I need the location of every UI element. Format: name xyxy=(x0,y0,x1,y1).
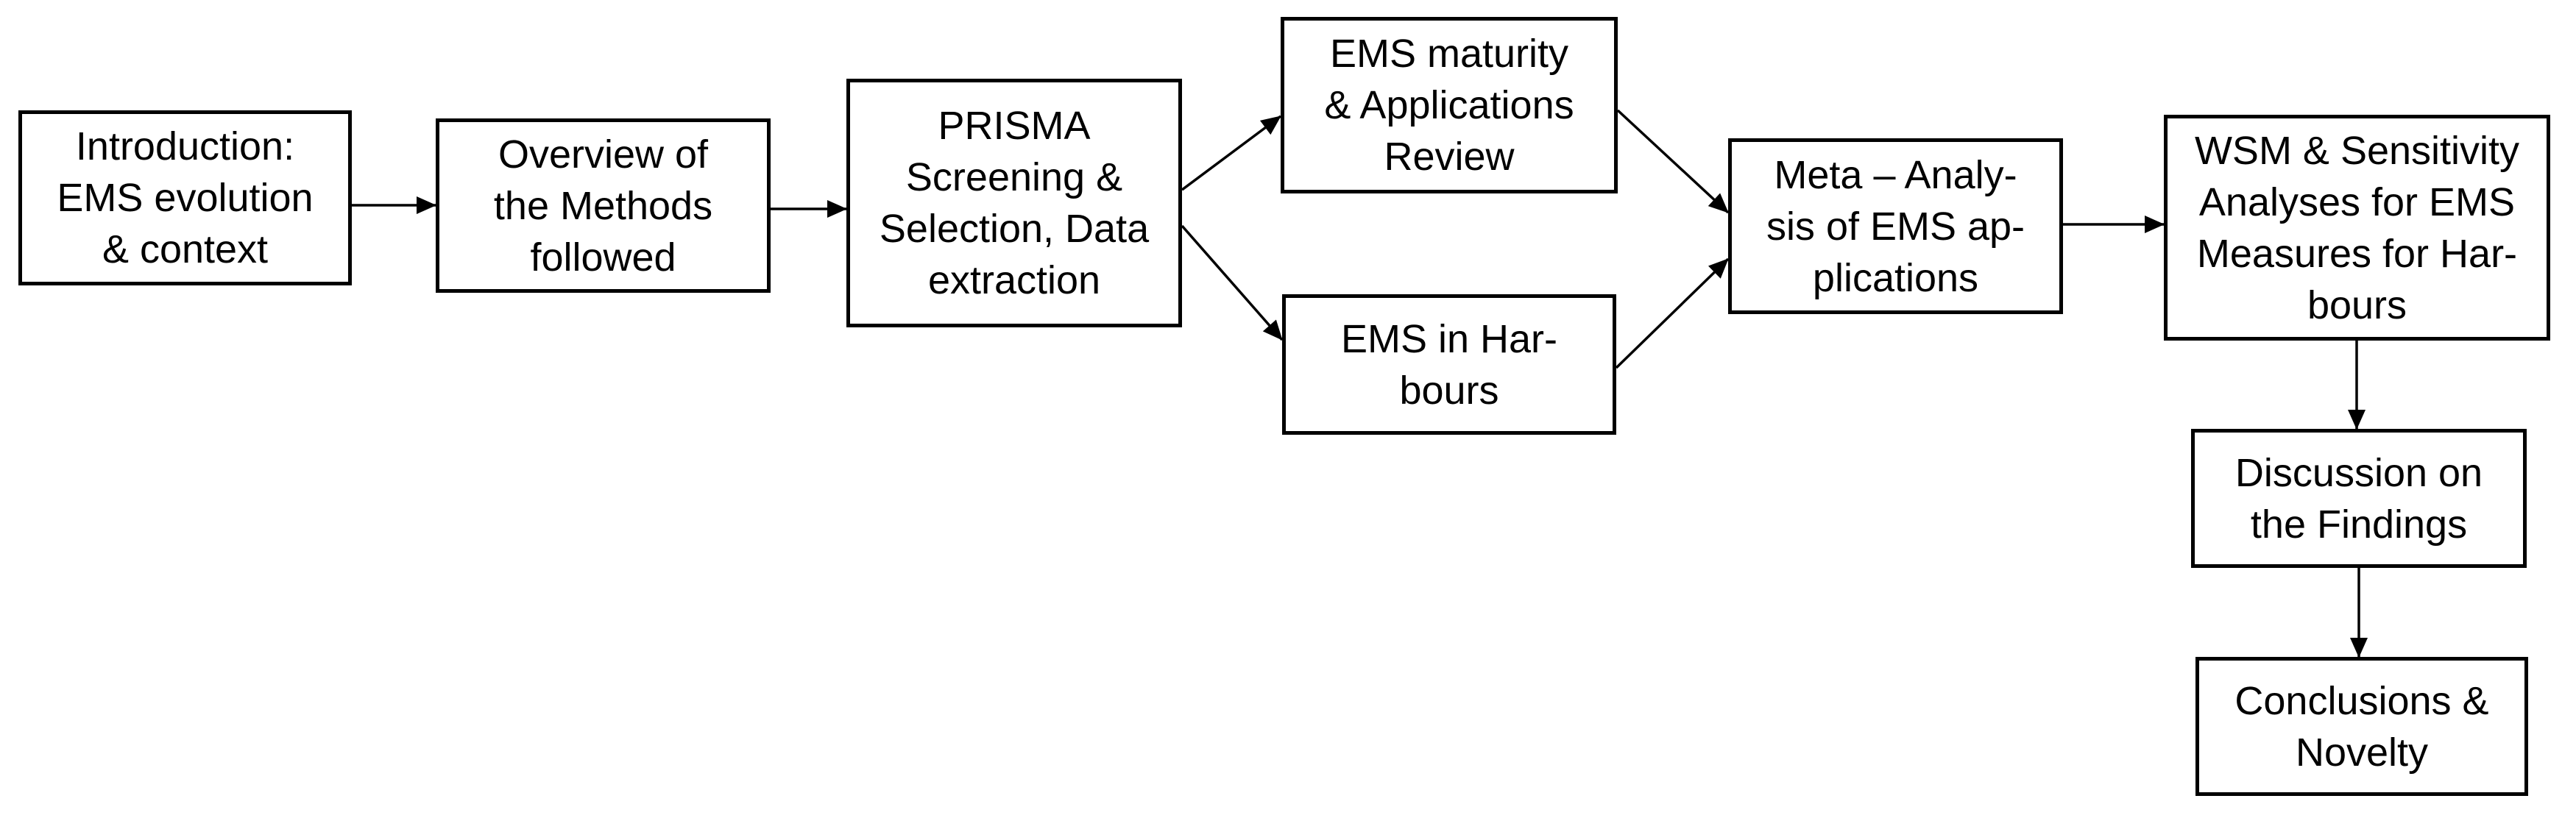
node-ems-maturity-review: EMS maturity & Applications Review xyxy=(1281,17,1618,193)
node-methods-overview-label: Overview of the Methods followed xyxy=(493,132,713,280)
node-meta-analysis-label: Meta – Analy- sis of EMS ap- plications xyxy=(1766,152,2025,300)
node-prisma-screening: PRISMA Screening & Selection, Data extra… xyxy=(846,79,1182,327)
node-ems-maturity-review-label: EMS maturity & Applications Review xyxy=(1324,32,1574,179)
node-wsm-sensitivity-analyses: WSM & Sensitivity Analyses for EMS Measu… xyxy=(2164,115,2550,341)
node-prisma-screening-label: PRISMA Screening & Selection, Data extra… xyxy=(879,104,1150,302)
node-discussion-findings: Discussion on the Findings xyxy=(2191,429,2527,568)
arrow-maturity-to-meta xyxy=(1616,109,1730,214)
node-methods-overview: Overview of the Methods followed xyxy=(436,118,771,293)
node-ems-in-harbours-label: EMS in Har- bours xyxy=(1340,316,1558,413)
node-conclusions-novelty: Conclusions & Novelty xyxy=(2195,657,2528,796)
node-conclusions-novelty-label: Conclusions & Novelty xyxy=(2234,678,2489,775)
node-introduction: Introduction: EMS evolution & context xyxy=(18,110,352,285)
arrow-harbours-to-meta xyxy=(1615,257,1730,369)
arrow-prisma-to-harbours xyxy=(1181,224,1284,341)
node-discussion-findings-label: Discussion on the Findings xyxy=(2234,450,2483,547)
node-wsm-sensitivity-analyses-label: WSM & Sensitivity Analyses for EMS Measu… xyxy=(2194,128,2520,327)
node-meta-analysis: Meta – Analy- sis of EMS ap- plications xyxy=(1728,138,2063,314)
arrow-prisma-to-maturity xyxy=(1181,115,1282,191)
node-introduction-label: Introduction: EMS evolution & context xyxy=(57,124,314,271)
node-ems-in-harbours: EMS in Har- bours xyxy=(1282,294,1616,435)
